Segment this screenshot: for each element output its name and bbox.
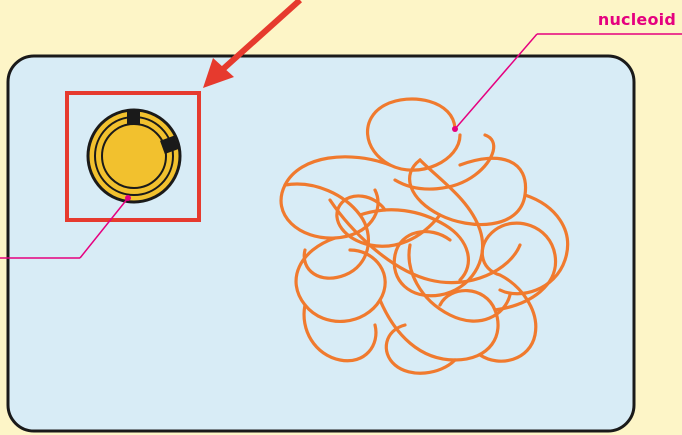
nucleoid-label: nucleoid [597,10,676,29]
plasmid-leader-line [0,195,131,259]
nucleoid-leader-line [452,33,682,132]
plasmid-icon [86,108,182,204]
plasmid-highlight-box [65,91,201,222]
nucleoid-dna [279,97,570,375]
red-arrow-icon [203,0,303,88]
